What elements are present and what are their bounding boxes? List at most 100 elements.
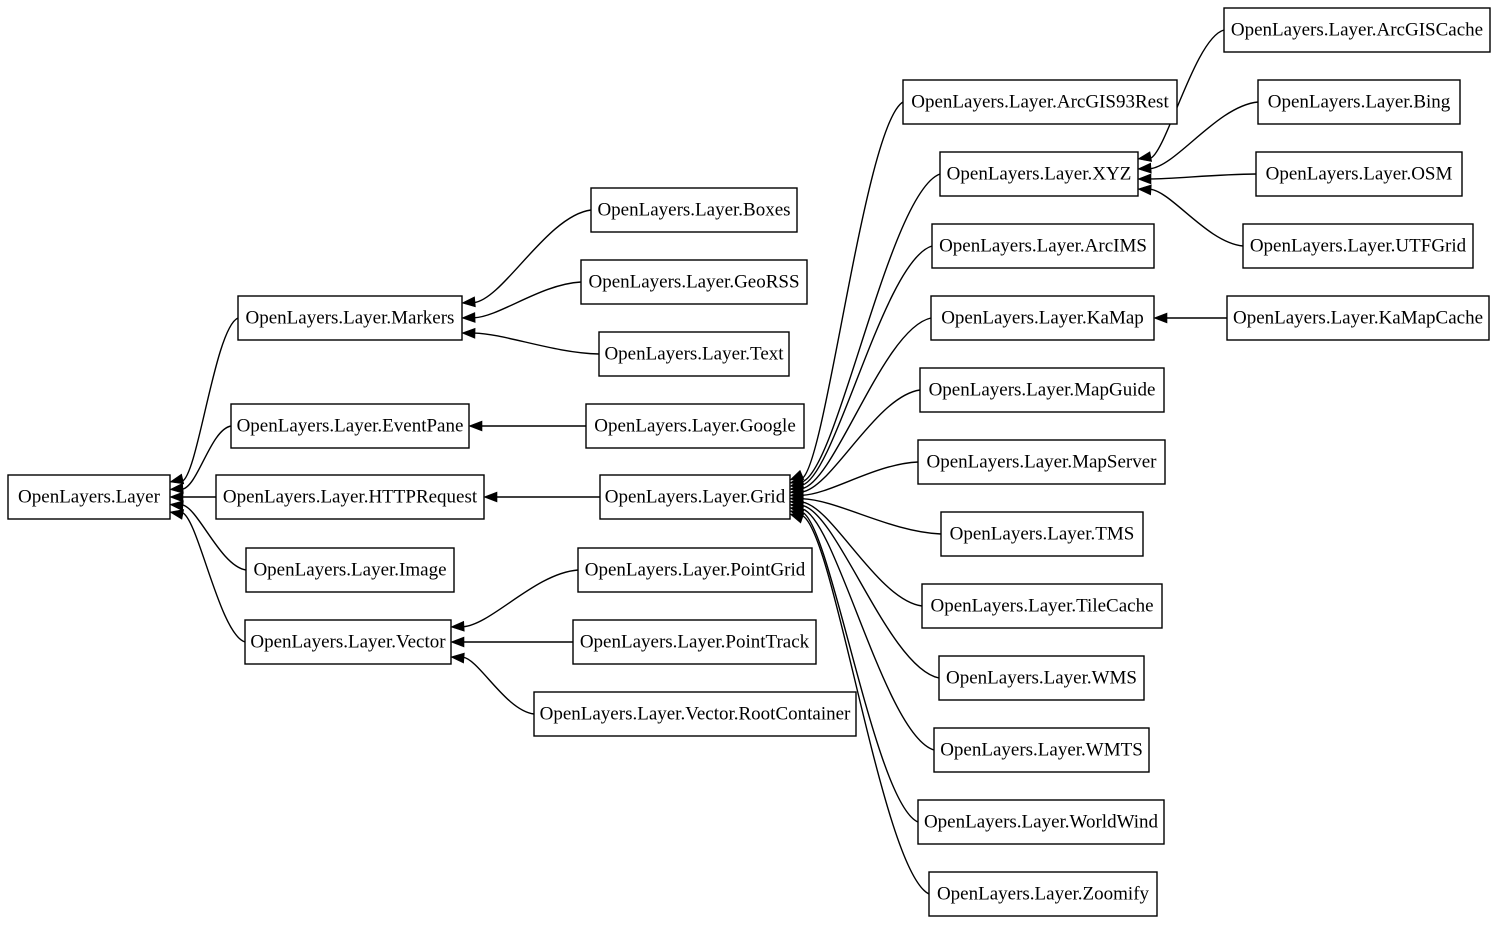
edge-wms-to-grid <box>801 504 940 679</box>
node-eventpane[interactable]: OpenLayers.Layer.EventPane <box>230 403 470 449</box>
node-bing[interactable]: OpenLayers.Layer.Bing <box>1257 79 1461 125</box>
node-box-grid[interactable] <box>599 474 791 520</box>
edge-arcgiscache-to-xyz <box>1149 29 1225 160</box>
node-box-georss[interactable] <box>580 259 808 305</box>
node-box-mapserver[interactable] <box>917 439 1166 485</box>
node-arcims[interactable]: OpenLayers.Layer.ArcIMS <box>931 223 1155 269</box>
node-box-zoomify[interactable] <box>928 871 1158 917</box>
node-wmts[interactable]: OpenLayers.Layer.WMTS <box>933 727 1150 773</box>
node-kamapcache[interactable]: OpenLayers.Layer.KaMapCache <box>1226 295 1490 341</box>
node-label-text: OpenLayers.Layer.Text <box>604 343 784 364</box>
node-pointtrack[interactable]: OpenLayers.Layer.PointTrack <box>572 619 817 665</box>
node-label-vector: OpenLayers.Layer.Vector <box>250 631 446 652</box>
node-label-vectorroot: OpenLayers.Layer.Vector.RootContainer <box>540 703 851 724</box>
node-box-xyz[interactable] <box>939 151 1139 197</box>
node-pointgrid[interactable]: OpenLayers.Layer.PointGrid <box>577 547 813 593</box>
node-box-pointgrid[interactable] <box>577 547 813 593</box>
node-markers[interactable]: OpenLayers.Layer.Markers <box>237 295 463 341</box>
node-box-pointtrack[interactable] <box>572 619 817 665</box>
node-box-google[interactable] <box>585 403 805 449</box>
node-box-osm[interactable] <box>1255 151 1463 197</box>
node-label-arcgis93rest: OpenLayers.Layer.ArcGIS93Rest <box>911 91 1169 112</box>
node-box-layer[interactable] <box>7 474 171 520</box>
node-box-arcgis93rest[interactable] <box>902 79 1178 125</box>
node-box-wmts[interactable] <box>933 727 1150 773</box>
node-google[interactable]: OpenLayers.Layer.Google <box>585 403 805 449</box>
node-osm[interactable]: OpenLayers.Layer.OSM <box>1255 151 1463 197</box>
node-box-boxes[interactable] <box>590 187 798 233</box>
node-box-vectorroot[interactable] <box>533 691 857 737</box>
node-label-google: OpenLayers.Layer.Google <box>594 415 796 436</box>
node-vectorroot[interactable]: OpenLayers.Layer.Vector.RootContainer <box>533 691 857 737</box>
node-tilecache[interactable]: OpenLayers.Layer.TileCache <box>921 583 1163 629</box>
node-label-arcims: OpenLayers.Layer.ArcIMS <box>939 235 1147 256</box>
edge-arcims-to-grid <box>801 245 933 486</box>
node-label-eventpane: OpenLayers.Layer.EventPane <box>237 415 464 436</box>
node-label-wms: OpenLayers.Layer.WMS <box>946 667 1137 688</box>
edge-kamap-to-grid <box>801 317 932 490</box>
node-layer[interactable]: OpenLayers.Layer <box>7 474 171 520</box>
edges-group <box>169 29 1259 895</box>
edge-utfgrid-to-xyz <box>1149 188 1244 247</box>
arrowhead-utfgrid-to-xyz <box>1137 184 1152 196</box>
node-arcgiscache[interactable]: OpenLayers.Layer.ArcGISCache <box>1223 7 1491 53</box>
node-box-arcgiscache[interactable] <box>1223 7 1491 53</box>
node-vector[interactable]: OpenLayers.Layer.Vector <box>244 619 452 665</box>
node-label-utfgrid: OpenLayers.Layer.UTFGrid <box>1250 235 1467 256</box>
node-box-bing[interactable] <box>1257 79 1461 125</box>
edge-arcgis93rest-to-grid <box>801 101 904 480</box>
node-box-httprequest[interactable] <box>215 474 485 520</box>
node-label-arcgiscache: OpenLayers.Layer.ArcGISCache <box>1231 19 1483 40</box>
node-image[interactable]: OpenLayers.Layer.Image <box>245 547 455 593</box>
node-label-grid: OpenLayers.Layer.Grid <box>605 486 786 507</box>
node-box-wms[interactable] <box>938 655 1145 701</box>
edge-boxes-to-markers <box>473 209 592 304</box>
arrowhead-markers-to-layer <box>169 473 185 485</box>
node-box-kamap[interactable] <box>930 295 1155 341</box>
node-worldwind[interactable]: OpenLayers.Layer.WorldWind <box>917 799 1165 845</box>
node-boxes[interactable]: OpenLayers.Layer.Boxes <box>590 187 798 233</box>
node-box-eventpane[interactable] <box>230 403 470 449</box>
edge-text-to-markers <box>473 332 600 355</box>
arrowhead-pointtrack-to-vector <box>450 636 465 648</box>
node-zoomify[interactable]: OpenLayers.Layer.Zoomify <box>928 871 1158 917</box>
node-tms[interactable]: OpenLayers.Layer.TMS <box>940 511 1144 557</box>
node-label-kamap: OpenLayers.Layer.KaMap <box>941 307 1144 328</box>
node-wms[interactable]: OpenLayers.Layer.WMS <box>938 655 1145 701</box>
node-mapguide[interactable]: OpenLayers.Layer.MapGuide <box>919 367 1165 413</box>
arrowhead-arcgiscache-to-xyz <box>1137 151 1153 162</box>
node-box-kamapcache[interactable] <box>1226 295 1490 341</box>
node-kamap[interactable]: OpenLayers.Layer.KaMap <box>930 295 1155 341</box>
node-utfgrid[interactable]: OpenLayers.Layer.UTFGrid <box>1242 223 1474 269</box>
node-box-tms[interactable] <box>940 511 1144 557</box>
node-mapserver[interactable]: OpenLayers.Layer.MapServer <box>917 439 1166 485</box>
arrowhead-zoomify-to-grid <box>789 513 805 524</box>
node-box-text[interactable] <box>598 331 790 377</box>
node-grid[interactable]: OpenLayers.Layer.Grid <box>599 474 791 520</box>
node-label-xyz: OpenLayers.Layer.XYZ <box>947 163 1132 184</box>
node-label-tms: OpenLayers.Layer.TMS <box>950 523 1135 544</box>
node-box-mapguide[interactable] <box>919 367 1165 413</box>
node-arcgis93rest[interactable]: OpenLayers.Layer.ArcGIS93Rest <box>902 79 1178 125</box>
node-label-kamapcache: OpenLayers.Layer.KaMapCache <box>1233 307 1483 328</box>
node-box-arcims[interactable] <box>931 223 1155 269</box>
node-text[interactable]: OpenLayers.Layer.Text <box>598 331 790 377</box>
node-box-tilecache[interactable] <box>921 583 1163 629</box>
node-box-image[interactable] <box>245 547 455 593</box>
arrowhead-image-to-layer <box>169 500 184 512</box>
edge-osm-to-xyz <box>1149 173 1257 180</box>
node-label-pointgrid: OpenLayers.Layer.PointGrid <box>585 559 806 580</box>
node-box-utfgrid[interactable] <box>1242 223 1474 269</box>
node-georss[interactable]: OpenLayers.Layer.GeoRSS <box>580 259 808 305</box>
node-label-mapguide: OpenLayers.Layer.MapGuide <box>929 379 1156 400</box>
arrowhead-kamapcache-to-kamap <box>1153 312 1168 324</box>
node-label-bing: OpenLayers.Layer.Bing <box>1268 91 1451 112</box>
node-xyz[interactable]: OpenLayers.Layer.XYZ <box>939 151 1139 197</box>
node-box-markers[interactable] <box>237 295 463 341</box>
edge-xyz-to-grid <box>801 173 941 483</box>
node-httprequest[interactable]: OpenLayers.Layer.HTTPRequest <box>215 474 485 520</box>
node-box-vector[interactable] <box>244 619 452 665</box>
node-box-worldwind[interactable] <box>917 799 1165 845</box>
